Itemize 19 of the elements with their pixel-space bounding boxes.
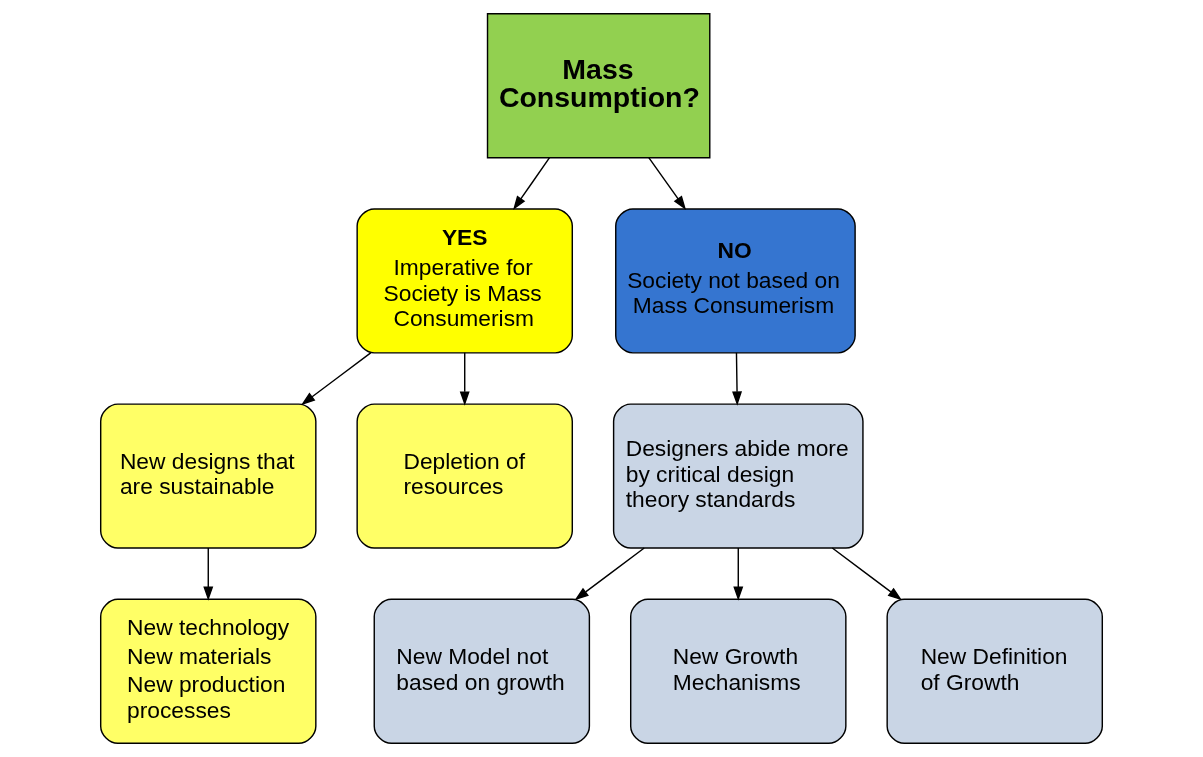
node-box: Depletion of resources [356,403,573,549]
node-box: YES Imperative for Society is Mass Consumerism [356,208,573,354]
arrow [732,352,743,406]
node-box: Designers abide more by critical design theory standards [612,403,864,549]
node-box: NO Society not based on Mass Consumerism [615,208,856,354]
arrow [574,547,645,601]
node-box: New Growth Mechanisms [630,598,847,744]
node-box: New technology New materials New production processes [100,598,317,744]
arrow [203,547,214,601]
arrow [733,547,744,601]
arrow [648,156,687,211]
node-box: New Definition of Growth [886,598,1103,744]
arrow [513,156,551,211]
arrow [459,352,470,406]
arrow [301,352,372,406]
node-box: New Model not based on growth [373,598,591,744]
node-box: Mass Consumption? [486,13,711,159]
arrow [831,547,902,601]
node-box: New designs that are sustainable [100,403,317,549]
